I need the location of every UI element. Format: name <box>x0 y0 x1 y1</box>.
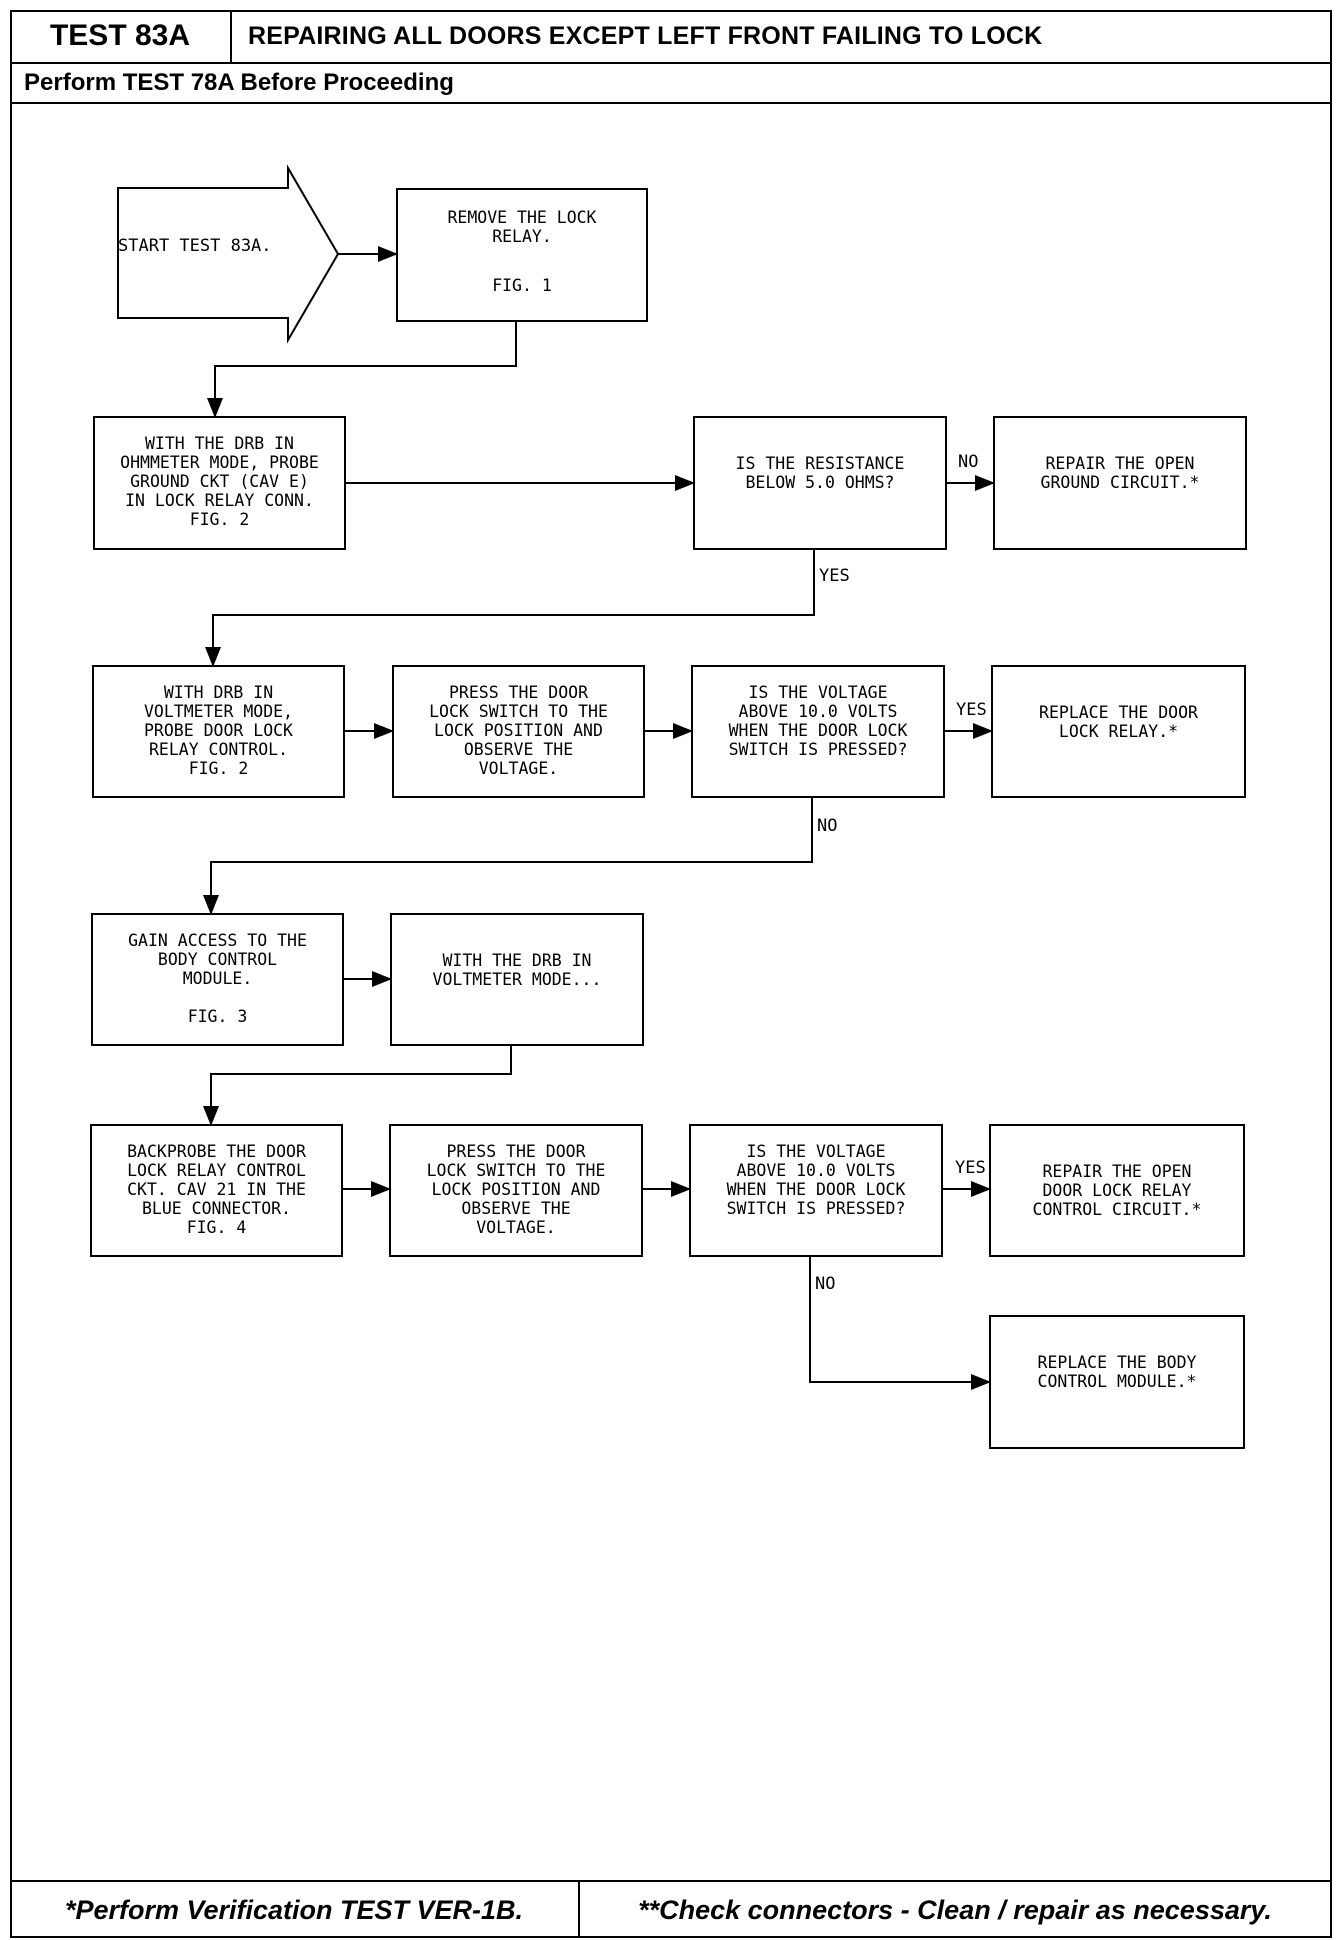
step-text: OHMMETER MODE, PROBE <box>120 453 319 472</box>
page-frame <box>10 10 1332 1938</box>
header-row: TEST 83A REPAIRING ALL DOORS EXCEPT LEFT… <box>10 10 1332 64</box>
connector-note: **Check connectors - Clean / repair as n… <box>638 1895 1272 1925</box>
question-text: BELOW 5.0 OHMS? <box>745 473 895 492</box>
step-text: RELAY CONTROL. <box>148 740 289 759</box>
voltage-question-box-2: IS THE VOLTAGE ABOVE 10.0 VOLTS WHEN THE… <box>689 1124 943 1257</box>
step-text: MODULE. <box>182 969 253 988</box>
step-text: LOCK POSITION AND <box>431 1180 601 1199</box>
action-text: CONTROL MODULE.* <box>1037 1372 1197 1391</box>
step-text: BODY CONTROL <box>157 950 278 969</box>
resistance-question-box: IS THE RESISTANCE BELOW 5.0 OHMS? <box>693 416 947 550</box>
step-text: BACKPROBE THE DOOR <box>127 1142 306 1161</box>
gain-access-box: GAIN ACCESS TO THE BODY CONTROL MODULE. … <box>91 913 344 1046</box>
step-text: LOCK SWITCH TO THE <box>426 1161 606 1180</box>
question-text: WHEN THE DOOR LOCK <box>726 1180 906 1199</box>
step-text: CKT. CAV 21 IN THE <box>127 1180 306 1199</box>
question-text: IS THE RESISTANCE <box>735 454 905 473</box>
step-text: WITH THE DRB IN <box>442 951 592 970</box>
action-text: CONTROL CIRCUIT.* <box>1032 1200 1202 1219</box>
question-text: IS THE VOLTAGE <box>748 683 888 702</box>
question-text: ABOVE 10.0 VOLTS <box>736 1161 896 1180</box>
step-text: OBSERVE THE <box>463 740 574 759</box>
step-text: RELAY. <box>492 227 552 246</box>
step-text: WITH THE DRB IN <box>144 434 294 453</box>
press-switch-box-2: PRESS THE DOOR LOCK SWITCH TO THE LOCK P… <box>389 1124 643 1257</box>
test-id: TEST 83A <box>10 10 232 62</box>
fig-ref: FIG. 4 <box>186 1218 247 1237</box>
step-text: LOCK RELAY CONTROL <box>127 1161 306 1180</box>
step-text: OBSERVE THE <box>461 1199 571 1218</box>
repair-control-circuit-box: REPAIR THE OPEN DOOR LOCK RELAY CONTROL … <box>989 1124 1245 1257</box>
step-text: PRESS THE DOOR <box>446 1142 586 1161</box>
question-text: IS THE VOLTAGE <box>746 1142 886 1161</box>
backprobe-box: BACKPROBE THE DOOR LOCK RELAY CONTROL CK… <box>90 1124 343 1257</box>
question-text: WHEN THE DOOR LOCK <box>728 721 908 740</box>
action-text: REPAIR THE OPEN <box>1042 1162 1192 1181</box>
press-switch-box-1: PRESS THE DOOR LOCK SWITCH TO THE LOCK P… <box>392 665 645 798</box>
action-text: GROUND CIRCUIT.* <box>1040 473 1200 492</box>
step-text: PRESS THE DOOR <box>448 683 589 702</box>
footer-row: *Perform Verification TEST VER-1B. **Che… <box>10 1880 1332 1938</box>
question-text: SWITCH IS PRESSED? <box>726 1199 906 1218</box>
replace-bcm-box: REPLACE THE BODY CONTROL MODULE.* <box>989 1315 1245 1449</box>
step-text: BLUE CONNECTOR. <box>141 1199 291 1218</box>
step-text: WITH DRB IN <box>163 683 274 702</box>
replace-relay-box: REPLACE THE DOOR LOCK RELAY.* <box>991 665 1246 798</box>
step-text: LOCK POSITION AND <box>434 721 603 740</box>
action-text: REPAIR THE OPEN <box>1045 454 1195 473</box>
voltage-question-box-1: IS THE VOLTAGE ABOVE 10.0 VOLTS WHEN THE… <box>691 665 945 798</box>
prerequisite-text: Perform TEST 78A Before Proceeding <box>24 69 454 96</box>
fig-ref: FIG. 2 <box>189 510 250 529</box>
ohmmeter-probe-box: WITH THE DRB IN OHMMETER MODE, PROBE GRO… <box>93 416 346 550</box>
question-text: ABOVE 10.0 VOLTS <box>738 702 898 721</box>
start-arrow-shape <box>117 164 340 344</box>
verification-note: *Perform Verification TEST VER-1B. <box>10 1882 580 1938</box>
step-text: IN LOCK RELAY CONN. <box>125 491 314 510</box>
step-text: GROUND CKT (CAV E) <box>130 472 309 491</box>
no-label-2: NO <box>817 816 838 836</box>
action-text: REPLACE THE BODY <box>1037 1353 1197 1372</box>
prerequisite-row: Perform TEST 78A Before Proceeding <box>10 64 1332 104</box>
yes-label-1: YES <box>819 566 850 586</box>
step-text: PROBE DOOR LOCK <box>143 721 293 740</box>
action-text: DOOR LOCK RELAY <box>1042 1181 1192 1200</box>
step-text: VOLTAGE. <box>478 759 559 778</box>
voltmeter-probe-box: WITH DRB IN VOLTMETER MODE, PROBE DOOR L… <box>92 665 345 798</box>
test-title: REPAIRING ALL DOORS EXCEPT LEFT FRONT FA… <box>248 22 1043 50</box>
step-text: LOCK SWITCH TO THE <box>429 702 608 721</box>
fig-ref: FIG. 2 <box>188 759 249 778</box>
yes-label-2: YES <box>956 700 987 720</box>
no-label-1: NO <box>958 452 979 472</box>
fig-ref: FIG. 3 <box>187 1007 248 1026</box>
step-text: VOLTMETER MODE... <box>432 970 602 989</box>
action-text: REPLACE THE DOOR <box>1039 703 1198 722</box>
step-text: REMOVE THE LOCK <box>447 208 597 227</box>
remove-relay-box: REMOVE THE LOCK RELAY. FIG. 1 <box>396 188 648 322</box>
drb-voltmeter-box: WITH THE DRB IN VOLTMETER MODE... <box>390 913 644 1046</box>
question-text: SWITCH IS PRESSED? <box>728 740 908 759</box>
yes-label-3: YES <box>955 1158 986 1178</box>
step-text: GAIN ACCESS TO THE <box>128 931 307 950</box>
action-text: LOCK RELAY.* <box>1058 722 1179 741</box>
repair-ground-box: REPAIR THE OPEN GROUND CIRCUIT.* <box>993 416 1247 550</box>
step-text: VOLTMETER MODE, <box>143 702 293 721</box>
no-label-3: NO <box>815 1274 836 1294</box>
step-text: VOLTAGE. <box>476 1218 556 1237</box>
start-label: START TEST 83A. <box>118 236 272 256</box>
fig-ref: FIG. 1 <box>492 276 552 295</box>
